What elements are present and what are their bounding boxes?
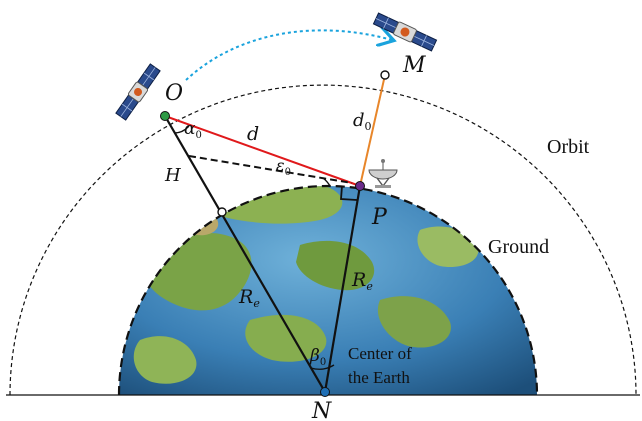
label-center-line1: Center of: [348, 344, 412, 363]
label-d: d: [247, 123, 259, 145]
line-o-p: [164, 115, 361, 187]
alpha-arc: [174, 125, 190, 134]
satellite-icon: [115, 63, 161, 121]
line-p-n: [323, 185, 362, 393]
line-p-m: [359, 74, 386, 187]
horizon-line: [188, 155, 353, 184]
earth: [117, 184, 539, 396]
satellite-motion-arrow: [185, 30, 392, 81]
label-n: N: [311, 399, 332, 421]
point-m: [380, 70, 390, 80]
point-n: [320, 387, 330, 397]
point-p: [355, 181, 365, 191]
epsilon-arc: [322, 177, 331, 187]
point-surface: [217, 207, 227, 217]
label-h: H: [164, 165, 181, 186]
label-epsilon0: ε0: [276, 156, 291, 178]
label-o: O: [165, 81, 183, 106]
label-ground: Ground: [488, 236, 549, 258]
point-o: [160, 111, 170, 121]
label-d0: d0: [353, 110, 372, 133]
label-alpha0: α0: [184, 119, 202, 141]
label-re-right: Re: [351, 269, 373, 293]
label-orbit: Orbit: [547, 136, 590, 158]
ground-station-dish-icon: [368, 159, 398, 188]
label-center-line2: the Earth: [348, 368, 410, 387]
line-o-n: [164, 115, 326, 393]
satellite-icon: [372, 12, 438, 52]
beta-arc: [310, 364, 335, 370]
right-angle-marker: [340, 185, 358, 201]
label-re-left: Re: [238, 286, 260, 310]
ground-arc: [117, 184, 539, 396]
label-beta0: β0: [309, 346, 326, 368]
label-m: M: [402, 53, 426, 78]
label-p: P: [371, 205, 388, 230]
